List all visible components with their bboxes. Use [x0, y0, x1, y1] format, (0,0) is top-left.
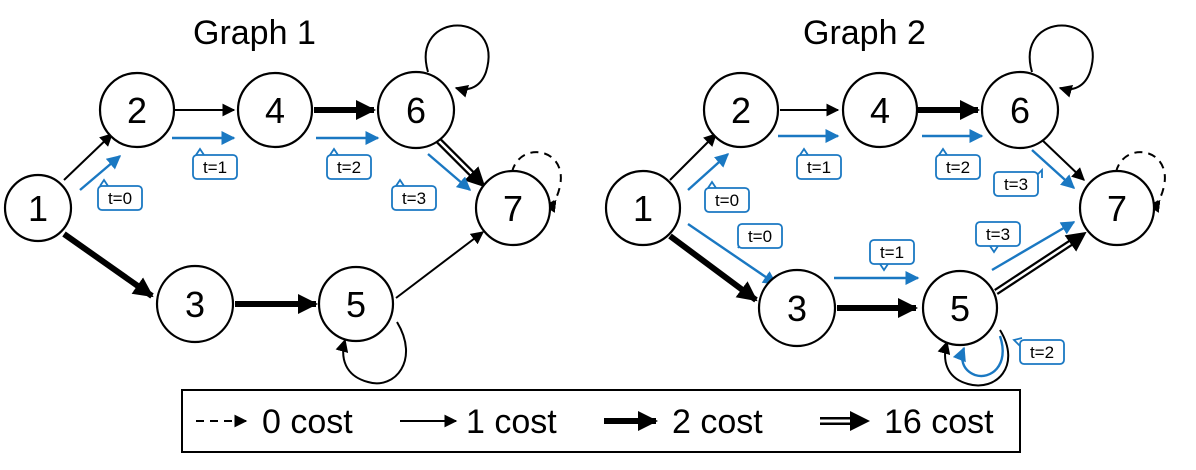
- loop-6: [1028, 24, 1094, 98]
- graph-2-tag-t2-lower: t=2: [1012, 337, 1065, 365]
- loop-6: [424, 24, 490, 98]
- edge-5-7: [395, 231, 485, 299]
- graph-2-node-4: 4: [841, 71, 919, 149]
- path-1-3: [687, 223, 778, 285]
- svg-text:7: 7: [503, 188, 523, 229]
- svg-text:t=1: t=1: [203, 158, 227, 177]
- graph-2-node-7: 7: [1078, 169, 1156, 247]
- svg-text:t=1: t=1: [880, 243, 904, 262]
- graph-2-node-2: 2: [702, 71, 780, 149]
- svg-text:2: 2: [731, 90, 751, 131]
- loop-7: [1115, 151, 1166, 213]
- graph-1-node-4: 4: [236, 71, 314, 149]
- svg-text:3: 3: [787, 288, 807, 329]
- graph-1-tag-t0: t=0: [97, 178, 143, 211]
- legend-label-0-cost: 0 cost: [262, 403, 353, 441]
- svg-text:6: 6: [1010, 90, 1030, 131]
- legend-label-2-cost: 2 cost: [672, 403, 763, 441]
- svg-text:t=0: t=0: [748, 227, 772, 246]
- loop-5: [937, 329, 1010, 387]
- graph-2-node-5: 5: [921, 269, 999, 347]
- graph-1-node-7: 7: [474, 169, 552, 247]
- path-1-2: [79, 155, 122, 191]
- graph-1-tag-t1: t=1: [192, 147, 238, 180]
- loop-7: [511, 151, 562, 213]
- svg-text:t=2: t=2: [946, 158, 970, 177]
- graph-1-node-3: 3: [155, 264, 235, 344]
- edge-1-2: [669, 133, 717, 181]
- svg-text:t=3: t=3: [986, 225, 1010, 244]
- svg-text:5: 5: [346, 284, 366, 325]
- legend-box: [181, 389, 1021, 453]
- edge-1-3: [62, 231, 154, 299]
- legend: 0 cost 1 cost 2 cost 16 cost: [181, 389, 1021, 453]
- graph-2-tag-t1-upper: t=1: [796, 147, 842, 180]
- path-loop-5: [952, 335, 1004, 378]
- svg-text:1: 1: [28, 188, 48, 229]
- graph-1-tag-t2: t=2: [326, 147, 372, 180]
- svg-text:t=0: t=0: [715, 191, 739, 210]
- graph-1-title: Graph 1: [193, 14, 316, 52]
- svg-text:4: 4: [870, 90, 890, 131]
- graph-2-tag-t0-upper: t=0: [704, 180, 750, 213]
- svg-text:t=3: t=3: [1004, 175, 1028, 194]
- loop-5: [335, 321, 408, 385]
- graph-2-title: Graph 2: [803, 14, 926, 52]
- graph-2-node-1: 1: [604, 169, 682, 247]
- path-5-7: [991, 220, 1076, 272]
- svg-text:3: 3: [185, 284, 205, 325]
- svg-text:t=3: t=3: [402, 189, 426, 208]
- legend-label-1-cost: 1 cost: [466, 403, 557, 441]
- svg-text:t=0: t=0: [108, 189, 132, 208]
- graph-2-tag-t2-upper: t=2: [935, 147, 981, 180]
- path-6-7: [1031, 149, 1076, 189]
- graph-2-tag-t3-lower: t=3: [975, 221, 1021, 254]
- edge-1-2: [63, 133, 113, 181]
- legend-label-16-cost: 16 cost: [884, 403, 994, 441]
- graph-1-node-6: 6: [376, 70, 456, 150]
- svg-text:t=2: t=2: [1030, 343, 1054, 362]
- svg-text:6: 6: [406, 90, 426, 131]
- svg-text:7: 7: [1107, 188, 1127, 229]
- svg-text:4: 4: [265, 90, 285, 131]
- graph-2-tag-t1-lower: t=1: [869, 239, 915, 272]
- svg-text:t=1: t=1: [807, 158, 831, 177]
- graph-1: Graph 1 1 2 3 4 5 6 7 t=0: [3, 14, 562, 385]
- graph-1-tag-t3: t=3: [391, 178, 437, 211]
- graph-1-node-1: 1: [3, 173, 73, 243]
- edge-6-7: [1039, 137, 1085, 181]
- svg-text:1: 1: [633, 188, 653, 229]
- graph-2-node-6: 6: [980, 70, 1060, 150]
- svg-text:5: 5: [950, 288, 970, 329]
- svg-text:2: 2: [127, 90, 147, 131]
- graph-1-node-5: 5: [317, 265, 395, 343]
- graph-2-tag-t0-lower: t=0: [737, 223, 783, 249]
- graph-1-node-2: 2: [98, 71, 176, 149]
- graph-2-node-3: 3: [757, 268, 837, 348]
- path-6-7: [427, 153, 472, 191]
- graph-2-tag-t3-upper: t=3: [993, 167, 1043, 197]
- path-1-2: [687, 153, 730, 191]
- graph-2: Graph 2 1 2 3 4 5 6 7: [604, 14, 1166, 387]
- svg-text:t=2: t=2: [337, 158, 361, 177]
- edge-1-3: [668, 233, 758, 303]
